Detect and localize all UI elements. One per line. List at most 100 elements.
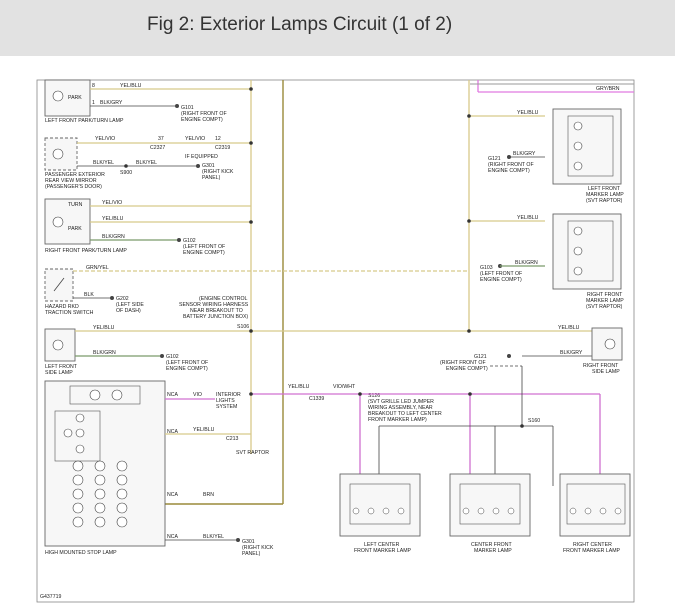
wire-label: VIO: [193, 392, 202, 398]
wire-label: YEL/BLU: [517, 215, 539, 221]
svg-text:8: 8: [92, 83, 95, 89]
wire-label: YEL/BLU: [288, 384, 310, 390]
svg-text:FRONT MARKER LAMP): FRONT MARKER LAMP): [368, 417, 427, 423]
svg-text:C213: C213: [226, 436, 239, 442]
svg-text:(RIGHT FRONT OF: (RIGHT FRONT OF: [488, 162, 534, 168]
figure-code: G437719: [40, 594, 61, 600]
wire-label: BLK/GRY: [100, 100, 123, 106]
ecs-splice-note: (ENGINE CONTROL SENSOR WIRING HARNESS NE…: [179, 296, 249, 330]
svg-text:SENSOR WIRING HARNESS: SENSOR WIRING HARNESS: [179, 302, 249, 308]
svg-text:LIGHTS: LIGHTS: [216, 398, 235, 404]
svg-text:(PASSENGER'S DOOR): (PASSENGER'S DOOR): [45, 184, 102, 190]
wire-label: BLK/YEL: [136, 160, 157, 166]
svg-text:ENGINE COMPT): ENGINE COMPT): [480, 277, 522, 283]
svg-text:12: 12: [215, 136, 221, 142]
svg-text:G301: G301: [242, 539, 255, 545]
svg-text:RIGHT CENTER: RIGHT CENTER: [573, 542, 612, 548]
svg-text:TRACTION SWITCH: TRACTION SWITCH: [45, 310, 94, 316]
svg-text:G121: G121: [488, 156, 501, 162]
wire-label: BLK/GRN: [102, 234, 125, 240]
wire-label: VIO/WHT: [333, 384, 356, 390]
svg-text:G202: G202: [116, 296, 129, 302]
svg-text:SIDE LAMP: SIDE LAMP: [45, 370, 73, 376]
ground-g301b-icon: G301 (RIGHT KICK PANEL): [236, 538, 274, 557]
wire-label: YEL/VIO: [185, 136, 205, 142]
svg-text:SYSTEM: SYSTEM: [216, 404, 237, 410]
wire-label: YEL/BLU: [93, 325, 115, 331]
svg-text:IF EQUIPPED: IF EQUIPPED: [185, 154, 218, 160]
svt-raptor-note: SVT RAPTOR: [236, 450, 269, 456]
svg-text:NCA: NCA: [167, 429, 178, 435]
wire-label: YEL/BLU: [193, 427, 215, 433]
figure-title: Fig 2: Exterior Lamps Circuit (1 of 2): [147, 14, 453, 35]
svg-text:37: 37: [158, 136, 164, 142]
svg-text:G121: G121: [474, 354, 487, 360]
wire-label: YEL/BLU: [517, 110, 539, 116]
wire-label: BLK/GRY: [560, 350, 583, 356]
figure-header: Fig 2: Exterior Lamps Circuit (1 of 2): [0, 0, 675, 56]
svg-text:1: 1: [92, 100, 95, 106]
svg-text:CENTER FRONT: CENTER FRONT: [471, 542, 512, 548]
svg-text:OF DASH): OF DASH): [116, 308, 141, 314]
svg-text:G102: G102: [183, 238, 196, 244]
svg-text:ENGINE COMPT): ENGINE COMPT): [166, 366, 208, 372]
high-mounted-stop-lamp: HIGH MOUNTED STOP LAMP: [44, 380, 166, 556]
wire-label: BLK/YEL: [93, 160, 114, 166]
svg-text:G101: G101: [181, 105, 194, 111]
splice-dots: [124, 87, 524, 428]
svg-text:NCA: NCA: [167, 492, 178, 498]
svg-text:FRONT MARKER LAMP: FRONT MARKER LAMP: [354, 548, 412, 554]
svg-text:ENGINE COMPT): ENGINE COMPT): [181, 117, 223, 123]
svg-text:REAR VIEW MIRROR: REAR VIEW MIRROR: [45, 178, 97, 184]
svg-text:G102: G102: [166, 354, 179, 360]
ground-g101-icon: G101 (RIGHT FRONT OF ENGINE COMPT): [175, 104, 227, 123]
svg-text:LEFT FRONT: LEFT FRONT: [588, 186, 621, 192]
svg-text:SVT RAPTOR: SVT RAPTOR: [236, 450, 269, 456]
wire-label: YEL/VIO: [95, 136, 115, 142]
ground-g301-icon: G301 (RIGHT KICK PANEL): [196, 163, 234, 181]
svg-text:S160: S160: [528, 418, 540, 424]
wire-label: YEL/BLU: [102, 216, 124, 222]
svg-text:C2319: C2319: [215, 145, 230, 151]
svg-text:LEFT CENTER: LEFT CENTER: [364, 542, 400, 548]
svg-text:PASSENGER EXTERIOR: PASSENGER EXTERIOR: [45, 172, 105, 178]
svg-text:G103: G103: [480, 265, 493, 271]
svg-text:S106: S106: [237, 324, 249, 330]
svg-text:(LEFT FRONT OF: (LEFT FRONT OF: [480, 271, 522, 277]
svg-text:INTERIOR: INTERIOR: [216, 392, 241, 398]
svg-text:NCA: NCA: [167, 392, 178, 398]
lf-park-turn-lamp: PARK LEFT FRONT PARK/TURN LAMP: [44, 79, 124, 124]
ground-g102b-icon: G102 (LEFT FRONT OF ENGINE COMPT): [160, 354, 208, 372]
ground-g202-icon: G202 (LEFT SIDE OF DASH): [110, 296, 144, 314]
svg-text:PANEL): PANEL): [242, 551, 261, 557]
ground-g121b-icon: G121 (RIGHT FRONT OF ENGINE COMPT): [440, 354, 511, 372]
wire-label: BRN: [203, 492, 214, 498]
svg-text:S900: S900: [120, 170, 132, 176]
svg-text:BREAKOUT TO LEFT CENTER: BREAKOUT TO LEFT CENTER: [368, 411, 442, 417]
lc-marker-lamp: LEFT CENTER FRONT MARKER LAMP: [339, 473, 421, 554]
svg-text:PARK: PARK: [68, 95, 82, 101]
svg-text:(LEFT SIDE: (LEFT SIDE: [116, 302, 144, 308]
svg-text:RIGHT FRONT: RIGHT FRONT: [587, 292, 623, 298]
svg-text:(RIGHT FRONT OF: (RIGHT FRONT OF: [181, 111, 227, 117]
svg-text:RIGHT FRONT: RIGHT FRONT: [583, 363, 619, 369]
rf-side-lamp: RIGHT FRONT SIDE LAMP: [583, 327, 623, 375]
svg-text:PANEL): PANEL): [202, 175, 221, 181]
grille-splice-note: S126 (SVT GRILLE LED JUMPER WIRING ASSEM…: [368, 393, 442, 423]
svg-text:NEAR BREAKOUT TO: NEAR BREAKOUT TO: [190, 308, 243, 314]
svg-text:BATTERY JUNCTION BOX): BATTERY JUNCTION BOX): [183, 314, 248, 320]
svg-text:(RIGHT KICK: (RIGHT KICK: [202, 169, 234, 175]
wire-label: BLK: [84, 292, 94, 298]
svg-text:(SVT RAPTOR): (SVT RAPTOR): [586, 304, 623, 310]
wire-label: BLK/GRY: [513, 151, 536, 157]
svg-text:NCA: NCA: [167, 534, 178, 540]
svg-text:MARKER LAMP: MARKER LAMP: [474, 548, 512, 554]
ground-g102-icon: G102 (LEFT FRONT OF ENGINE COMPT): [177, 238, 225, 256]
svg-text:(ENGINE CONTROL: (ENGINE CONTROL: [199, 296, 248, 302]
passenger-mirror-lamp: PASSENGER EXTERIOR REAR VIEW MIRROR (PAS…: [44, 137, 105, 190]
svg-text:SIDE LAMP: SIDE LAMP: [592, 369, 620, 375]
svg-text:(LEFT FRONT OF: (LEFT FRONT OF: [183, 244, 225, 250]
lf-side-lamp: LEFT FRONT SIDE LAMP: [44, 328, 78, 376]
wire-label: BLK/YEL: [203, 534, 224, 540]
wire-label: YEL/BLU: [120, 83, 142, 89]
